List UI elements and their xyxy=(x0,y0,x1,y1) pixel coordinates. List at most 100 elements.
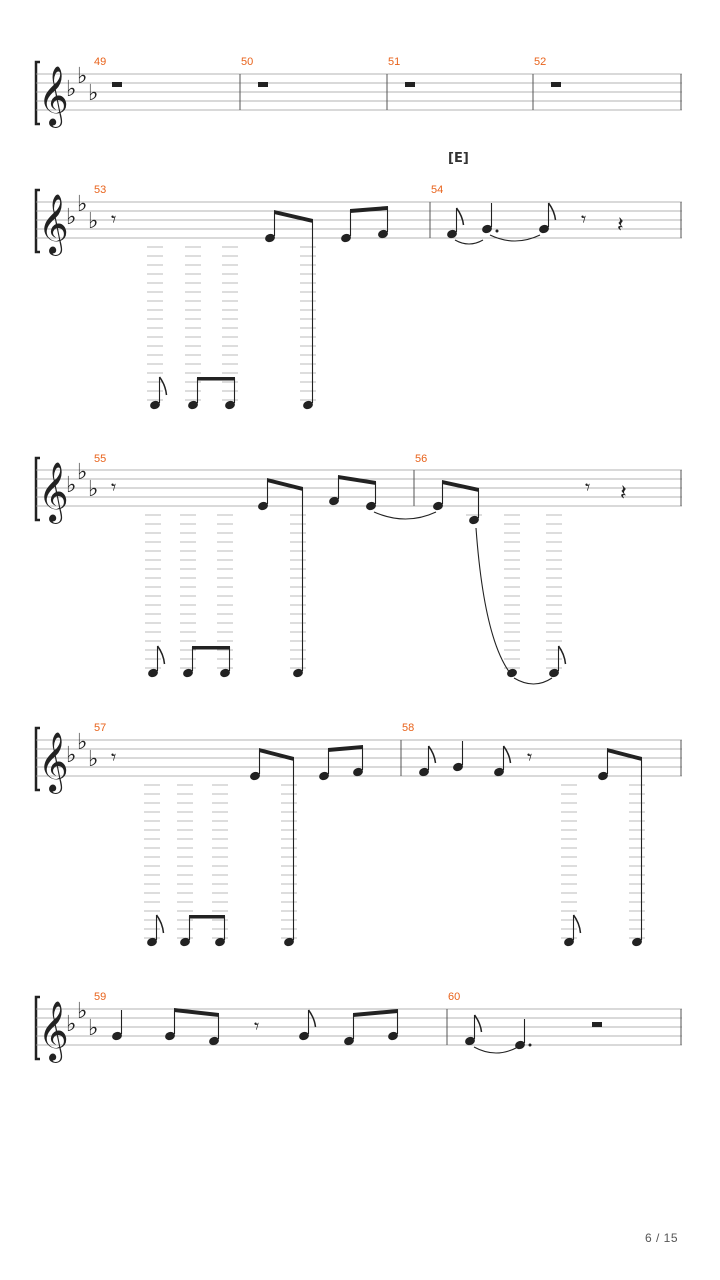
svg-text:♭: ♭ xyxy=(88,747,98,772)
eighth-rest: 𝄾 xyxy=(111,745,116,769)
note-head xyxy=(632,937,642,947)
svg-text:♭: ♭ xyxy=(88,1016,98,1041)
note-flag xyxy=(158,376,168,396)
quarter-rest: 𝄽 xyxy=(617,213,624,238)
measure-number: 54 xyxy=(431,184,443,196)
note-head xyxy=(494,767,504,777)
half-rest xyxy=(258,82,268,87)
svg-text:♭: ♭ xyxy=(66,205,76,230)
svg-text:♭: ♭ xyxy=(88,209,98,234)
treble-clef-icon: 𝄞 xyxy=(38,732,69,794)
eighth-rest: 𝄾 xyxy=(111,207,116,231)
measure-number: 60 xyxy=(448,991,460,1003)
eighth-rest: 𝄾 xyxy=(254,1014,259,1038)
note-head xyxy=(147,937,157,947)
eighth-rest: 𝄾 xyxy=(111,475,116,499)
measure-number: 51 xyxy=(388,56,400,68)
tie xyxy=(373,511,437,520)
ledger-lines xyxy=(144,784,645,939)
measure-number: 53 xyxy=(94,184,106,196)
note-head xyxy=(453,762,463,772)
note-head xyxy=(215,937,225,947)
measure-number: 50 xyxy=(241,56,253,68)
system-1: 𝄞 ♭ ♭ ♭ 49 50 51 52 xyxy=(34,56,682,128)
svg-text:♭: ♭ xyxy=(77,999,87,1024)
system-2: 𝄞 ♭ ♭ ♭ 53 54 𝄾 xyxy=(34,184,682,410)
system-bracket xyxy=(34,188,40,254)
page-number: 6 / 15 xyxy=(644,1231,678,1245)
measure-number: 52 xyxy=(534,56,546,68)
note-head xyxy=(598,771,608,781)
svg-text:♭: ♭ xyxy=(88,81,98,106)
note-head xyxy=(319,771,329,781)
quarter-rest: 𝄽 xyxy=(620,481,627,506)
half-rest xyxy=(112,82,122,87)
note-head xyxy=(447,229,457,239)
note-head xyxy=(419,767,429,777)
measure-number: 55 xyxy=(94,453,106,465)
measure-number: 56 xyxy=(415,453,427,465)
note-head xyxy=(515,1040,525,1050)
note-head xyxy=(265,233,275,243)
note-head xyxy=(209,1036,219,1046)
system-5: 𝄞 ♭ ♭ ♭ 59 60 𝄾 xyxy=(34,991,682,1063)
note-head xyxy=(183,668,193,678)
system-bracket xyxy=(34,456,40,522)
key-signature-flats: ♭ ♭ ♭ xyxy=(66,192,98,234)
note-head xyxy=(341,233,351,243)
note-head xyxy=(150,400,160,410)
note-head xyxy=(469,515,479,525)
key-signature-flats: ♭ ♭ ♭ xyxy=(66,64,98,106)
svg-text:♭: ♭ xyxy=(77,730,87,755)
tie xyxy=(513,677,553,685)
note-head xyxy=(250,771,260,781)
note-head xyxy=(465,1036,475,1046)
note-head xyxy=(148,668,158,678)
note-head xyxy=(549,668,559,678)
system-bracket xyxy=(34,60,40,126)
note-head xyxy=(112,1031,122,1041)
treble-clef-icon: 𝄞 xyxy=(38,194,69,256)
note-head xyxy=(299,1031,309,1041)
ledger-lines xyxy=(147,246,316,401)
note-head xyxy=(564,937,574,947)
system-4: 𝄞 ♭ ♭ ♭ 57 58 𝄾 xyxy=(34,722,682,947)
half-rest xyxy=(592,1022,602,1027)
note-head xyxy=(303,400,313,410)
system-3: 𝄞 ♭ ♭ ♭ 55 56 𝄾 xyxy=(34,453,682,685)
staff-lines xyxy=(36,73,682,111)
tie xyxy=(454,239,484,245)
note-head xyxy=(344,1036,354,1046)
note-head xyxy=(433,501,443,511)
note-head xyxy=(378,229,388,239)
measure-number: 57 xyxy=(94,722,106,734)
eighth-rest: 𝄾 xyxy=(581,207,586,231)
svg-text:♭: ♭ xyxy=(88,477,98,502)
tie xyxy=(475,527,511,674)
svg-text:♭: ♭ xyxy=(66,1012,76,1037)
ledger-lines xyxy=(145,514,562,669)
tie xyxy=(489,234,541,242)
staff-lines xyxy=(36,1008,682,1046)
note-head xyxy=(188,400,198,410)
note-head xyxy=(539,224,549,234)
system-bracket xyxy=(34,995,40,1061)
staff-lines xyxy=(36,469,682,507)
svg-text:♭: ♭ xyxy=(77,64,87,89)
tie xyxy=(473,1046,519,1054)
note-head xyxy=(482,224,492,234)
rehearsal-mark: [E] xyxy=(448,151,469,166)
staff-lines xyxy=(36,739,682,777)
note-head xyxy=(284,937,294,947)
system-bracket xyxy=(34,726,40,792)
note-head xyxy=(293,668,303,678)
note-head xyxy=(225,400,235,410)
note-head xyxy=(388,1031,398,1041)
key-signature-flats: ♭ ♭ ♭ xyxy=(66,999,98,1041)
svg-text:♭: ♭ xyxy=(66,473,76,498)
treble-clef-icon: 𝄞 xyxy=(38,462,69,524)
key-signature-flats: ♭ ♭ ♭ xyxy=(66,730,98,772)
half-rest xyxy=(551,82,561,87)
eighth-rest: 𝄾 xyxy=(585,475,590,499)
